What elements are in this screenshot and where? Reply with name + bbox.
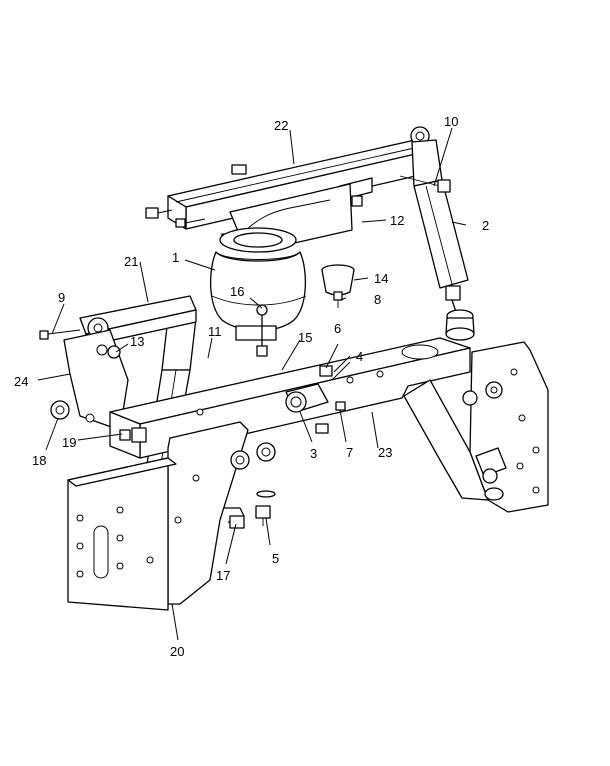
- tee-fitting: [255, 490, 276, 526]
- callout-22: 22: [274, 118, 288, 133]
- callout-11: 11: [208, 324, 222, 339]
- leader-lines: [37, 127, 467, 641]
- callout-17: 17: [216, 568, 230, 583]
- callout-19: 19: [62, 435, 76, 450]
- callout-23: 23: [378, 445, 392, 460]
- callout-12: 12: [390, 213, 404, 228]
- left-mounting-plate: [67, 421, 249, 611]
- elbow-fitting: [224, 507, 245, 529]
- callout-9: 9: [58, 290, 65, 305]
- air-bag: [209, 227, 307, 341]
- callout-6: 6: [334, 321, 341, 336]
- callout-7: 7: [346, 445, 353, 460]
- washer: [50, 400, 70, 420]
- callout-4: 4: [356, 349, 363, 364]
- callout-3: 3: [310, 446, 317, 461]
- callout-14: 14: [374, 271, 388, 286]
- callout-21: 21: [124, 254, 138, 269]
- callout-18: 18: [32, 453, 46, 468]
- callout-2: 2: [482, 218, 489, 233]
- height-sensor-link: [256, 304, 268, 357]
- shock-absorber-right: [399, 126, 475, 341]
- callout-8: 8: [374, 292, 381, 307]
- callout-16: 16: [230, 284, 244, 299]
- callout-labels: 1 2 3 4 5 6 7 8 9 10 11 12 13 14 15 16 1…: [14, 114, 489, 659]
- frame-bolts: [119, 427, 276, 470]
- bump-stop: [321, 264, 355, 308]
- callout-20: 20: [170, 644, 184, 659]
- right-mounting-plate: [403, 341, 549, 513]
- trailing-arm: [39, 295, 197, 431]
- upper-cross-beam: [167, 139, 434, 245]
- callout-13: 13: [130, 334, 144, 349]
- callout-24: 24: [14, 374, 28, 389]
- leveling-valve: [285, 361, 351, 434]
- callout-15: 15: [298, 330, 312, 345]
- callout-10: 10: [444, 114, 458, 129]
- callout-5: 5: [272, 551, 279, 566]
- callout-1: 1: [172, 250, 179, 265]
